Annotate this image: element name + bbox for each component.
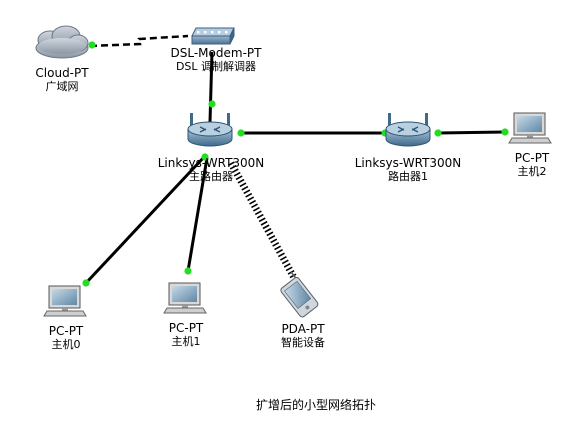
device-name: PDA-PT	[281, 322, 325, 336]
device-label-pc1: PC-PT 主机1	[169, 321, 204, 349]
device-label-router1: Linksys-WRT300N 路由器1	[355, 156, 462, 184]
pc-icon[interactable]	[163, 282, 207, 314]
dsl-modem-icon[interactable]	[191, 27, 235, 45]
link-modem-main-router[interactable]	[208, 51, 214, 123]
device-label-main-router: Linksys-WRT300N 主路由器	[158, 156, 265, 184]
device-display-name: 主机0	[51, 338, 81, 351]
device-name: PC-PT	[514, 151, 550, 165]
device-display-name: DSL 调制解调器	[175, 60, 257, 73]
link-router1-pc2[interactable]	[437, 130, 506, 135]
device-display-name: 主路由器	[188, 170, 233, 183]
device-label-pc0: PC-PT 主机0	[49, 324, 84, 352]
device-display-name: 广域网	[45, 80, 79, 93]
device-name: Cloud-PT	[35, 66, 89, 80]
link-light	[201, 153, 209, 161]
wireless-router-icon[interactable]	[385, 113, 431, 147]
cloud-icon[interactable]	[35, 25, 89, 59]
link-main-router-pc1[interactable]	[186, 157, 209, 272]
device-display-name: 智能设备	[281, 336, 325, 349]
device-label-pc2: PC-PT 主机2	[515, 151, 550, 179]
link-light	[237, 129, 245, 137]
device-name: PC-PT	[168, 321, 204, 335]
device-name: Linksys-WRT300N	[157, 156, 265, 170]
device-label-cloud: Cloud-PT 广域网	[35, 66, 88, 94]
device-name: PC-PT	[48, 324, 84, 338]
device-name: Linksys-WRT300N	[354, 156, 462, 170]
device-display-name: 主机2	[517, 165, 547, 178]
device-label-pda: PDA-PT 智能设备	[281, 322, 325, 350]
link-light	[434, 129, 442, 137]
link-light	[208, 100, 216, 108]
links-layer	[84, 34, 506, 287]
pda-icon[interactable]	[275, 271, 319, 318]
pc-icon[interactable]	[508, 112, 552, 144]
wireless-router-icon[interactable]	[187, 113, 233, 147]
pc-icon[interactable]	[43, 285, 87, 317]
link-cloud-modem[interactable]	[89, 34, 189, 48]
figure-caption: 扩增后的小型网络拓扑	[255, 398, 377, 412]
device-name: DSL-Modem-PT	[170, 46, 262, 60]
device-label-modem: DSL-Modem-PT DSL 调制解调器	[171, 46, 262, 74]
link-light	[184, 267, 192, 275]
link-main-router-pc0[interactable]	[84, 154, 207, 285]
device-display-name: 主机1	[171, 335, 201, 348]
link-light	[501, 128, 509, 136]
link-main-router-pda-wireless[interactable]	[227, 161, 302, 287]
link-light	[82, 279, 90, 287]
link-light	[88, 41, 96, 49]
device-display-name: 路由器1	[387, 170, 428, 183]
